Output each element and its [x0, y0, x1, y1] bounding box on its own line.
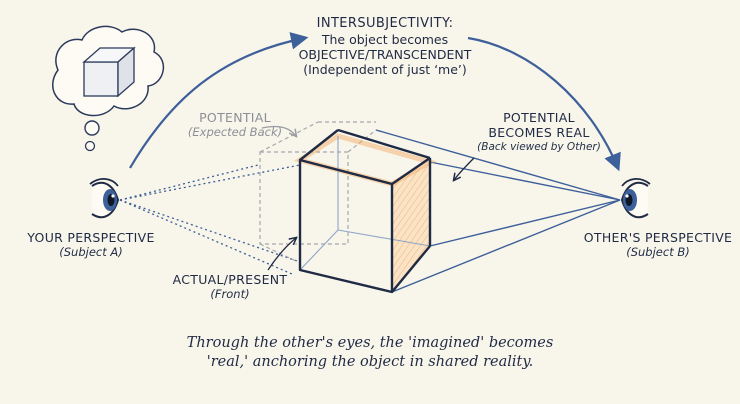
subject-b-title: OTHER'S PERSPECTIVE [583, 230, 733, 245]
potential-title: POTENTIAL [199, 110, 271, 125]
potential-real-line1: POTENTIAL [503, 110, 575, 125]
intersubjectivity-line2: OBJECTIVE/TRANSCENDENT [298, 47, 472, 63]
caption-line2: 'real,' anchoring the object in shared r… [206, 354, 534, 371]
subject-b-sub: (Subject B) [626, 245, 690, 260]
potential-real-pointer [454, 157, 475, 180]
caption-line1: Through the other's eyes, the 'imagined'… [186, 335, 554, 351]
subject-a-sub: (Subject A) [59, 245, 123, 260]
thought-bubble-icon [52, 25, 165, 152]
potential-real-sub: (Back viewed by Other) [477, 140, 601, 153]
cube-icon [82, 46, 136, 98]
potential-label: POTENTIAL (Expected Back) [180, 110, 290, 139]
arrow-to-subject-b [467, 36, 621, 172]
subject-a-label: YOUR PERSPECTIVE (Subject A) [16, 230, 166, 259]
eye-left-icon [89, 178, 120, 219]
subject-a-title: YOUR PERSPECTIVE [27, 230, 155, 245]
main-cube [293, 128, 437, 294]
intersubjectivity-line1: The object becomes [321, 31, 449, 47]
potential-back-cube [259, 121, 377, 263]
sight-lines-a [119, 164, 301, 275]
intersubjectivity-line3: (Independent of just ‘me’) [303, 62, 467, 78]
sight-lines-b [375, 129, 621, 293]
potential-sub: (Expected Back) [187, 125, 283, 140]
arrow-to-intersubjectivity [129, 32, 309, 169]
potential-pointer [261, 125, 296, 136]
potential-real-line2: BECOMES REAL [488, 125, 590, 141]
subject-b-label: OTHER'S PERSPECTIVE (Subject B) [580, 230, 736, 259]
actual-sub: (Front) [210, 287, 250, 302]
eye-right-icon [620, 178, 651, 219]
caption: Through the other's eyes, the 'imagined'… [170, 334, 570, 372]
intersubjectivity-heading: INTERSUBJECTIVITY: [316, 16, 454, 31]
actual-title: ACTUAL/PRESENT [172, 272, 288, 287]
potential-real-label: POTENTIAL BECOMES REAL (Back viewed by O… [464, 110, 614, 153]
actual-label: ACTUAL/PRESENT (Front) [170, 272, 290, 301]
actual-pointer [267, 238, 296, 271]
intersubjectivity-label: INTERSUBJECTIVITY: The object becomes OB… [280, 16, 490, 78]
